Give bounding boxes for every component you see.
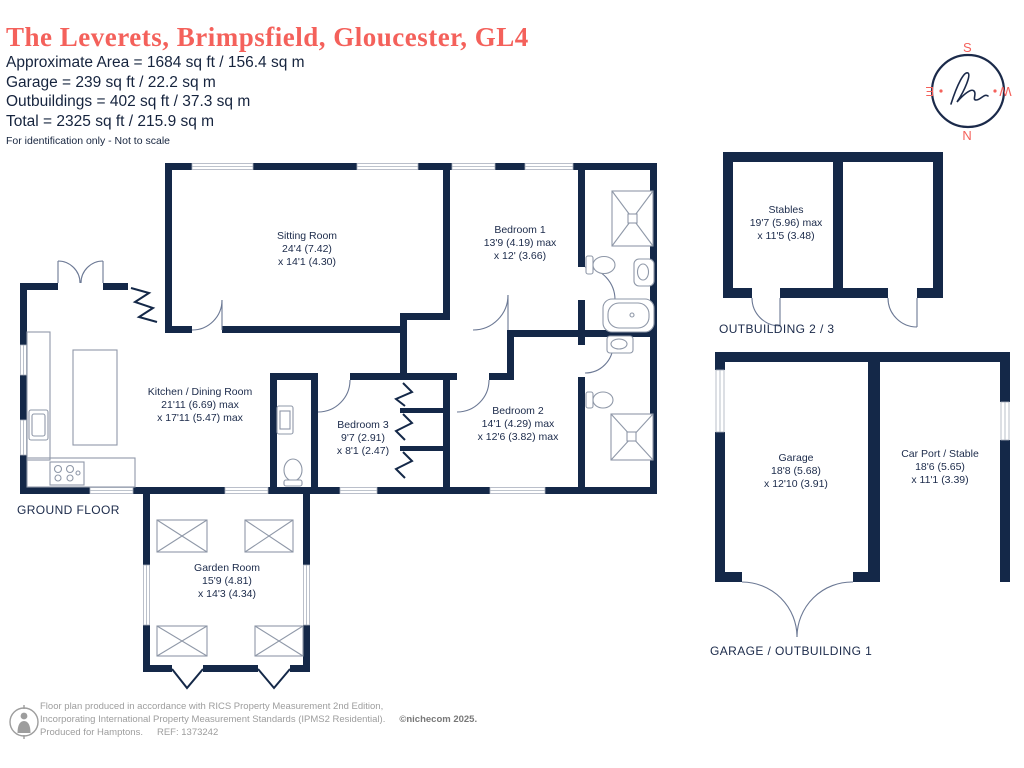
total-area: Total = 2325 sq ft / 215.9 sq m — [6, 112, 215, 130]
opening-symbols — [130, 287, 414, 690]
stables-walls — [723, 152, 943, 298]
compass-east: E — [925, 84, 935, 99]
outbuildings-area: Outbuildings = 402 sq ft / 37.3 sq m — [6, 93, 251, 110]
footer: Floor plan produced in accordance with R… — [40, 700, 477, 739]
garage-area: Garage = 239 sq ft / 22.2 sq m — [6, 73, 216, 91]
kitchen-island — [72, 349, 118, 446]
garage-outbuilding1-caption: GARAGE / OUTBUILDING 1 — [710, 644, 873, 658]
footer-copyright: ©nichecom 2025. — [399, 714, 478, 725]
bathroom-toilet — [585, 255, 616, 275]
main-house-walls — [20, 163, 657, 672]
compass-north: N — [962, 128, 972, 143]
approximate-area: Approximate Area = 1684 sq ft / 156.4 sq… — [6, 54, 305, 71]
bathroom-sink — [633, 258, 655, 287]
header: The Leverets, Brimpsfield, Gloucester, G… — [6, 22, 529, 147]
compass-dot-east — [939, 89, 943, 93]
person-icon — [9, 705, 39, 739]
door-swings — [57, 260, 918, 638]
ensuite-toilet — [585, 391, 614, 409]
footer-ref: REF: 1373242 — [156, 727, 219, 738]
disclaimer: For identification only - Not to scale — [6, 135, 170, 147]
footer-line2: Incorporating International Property Mea… — [40, 714, 386, 725]
outbuilding23-caption: OUTBUILDING 2 / 3 — [719, 322, 835, 336]
ensuite-shower — [610, 413, 654, 461]
bathtub — [602, 298, 655, 333]
kitchen-sink — [28, 409, 49, 441]
kitchen-counter — [26, 331, 136, 488]
wc-toilet — [283, 458, 303, 487]
compass — [930, 53, 1006, 129]
windows — [20, 163, 1010, 626]
bathroom-shower — [611, 190, 654, 247]
compass-south: S — [963, 40, 973, 55]
hamptons-logo-icon — [950, 72, 989, 105]
page-title: The Leverets, Brimpsfield, Gloucester, G… — [6, 22, 529, 52]
footer-line3: Produced for Hamptons. — [40, 727, 143, 738]
ground-floor-caption: GROUND FLOOR — [17, 503, 120, 517]
compass-west: W — [999, 84, 1012, 99]
footer-line1: Floor plan produced in accordance with R… — [40, 701, 384, 712]
compass-dot-west — [993, 89, 997, 93]
hob — [49, 461, 85, 486]
ensuite-sink — [606, 335, 634, 354]
garage-walls — [715, 352, 1010, 582]
wc-sink — [276, 405, 294, 435]
garden-rooflights — [156, 519, 304, 657]
